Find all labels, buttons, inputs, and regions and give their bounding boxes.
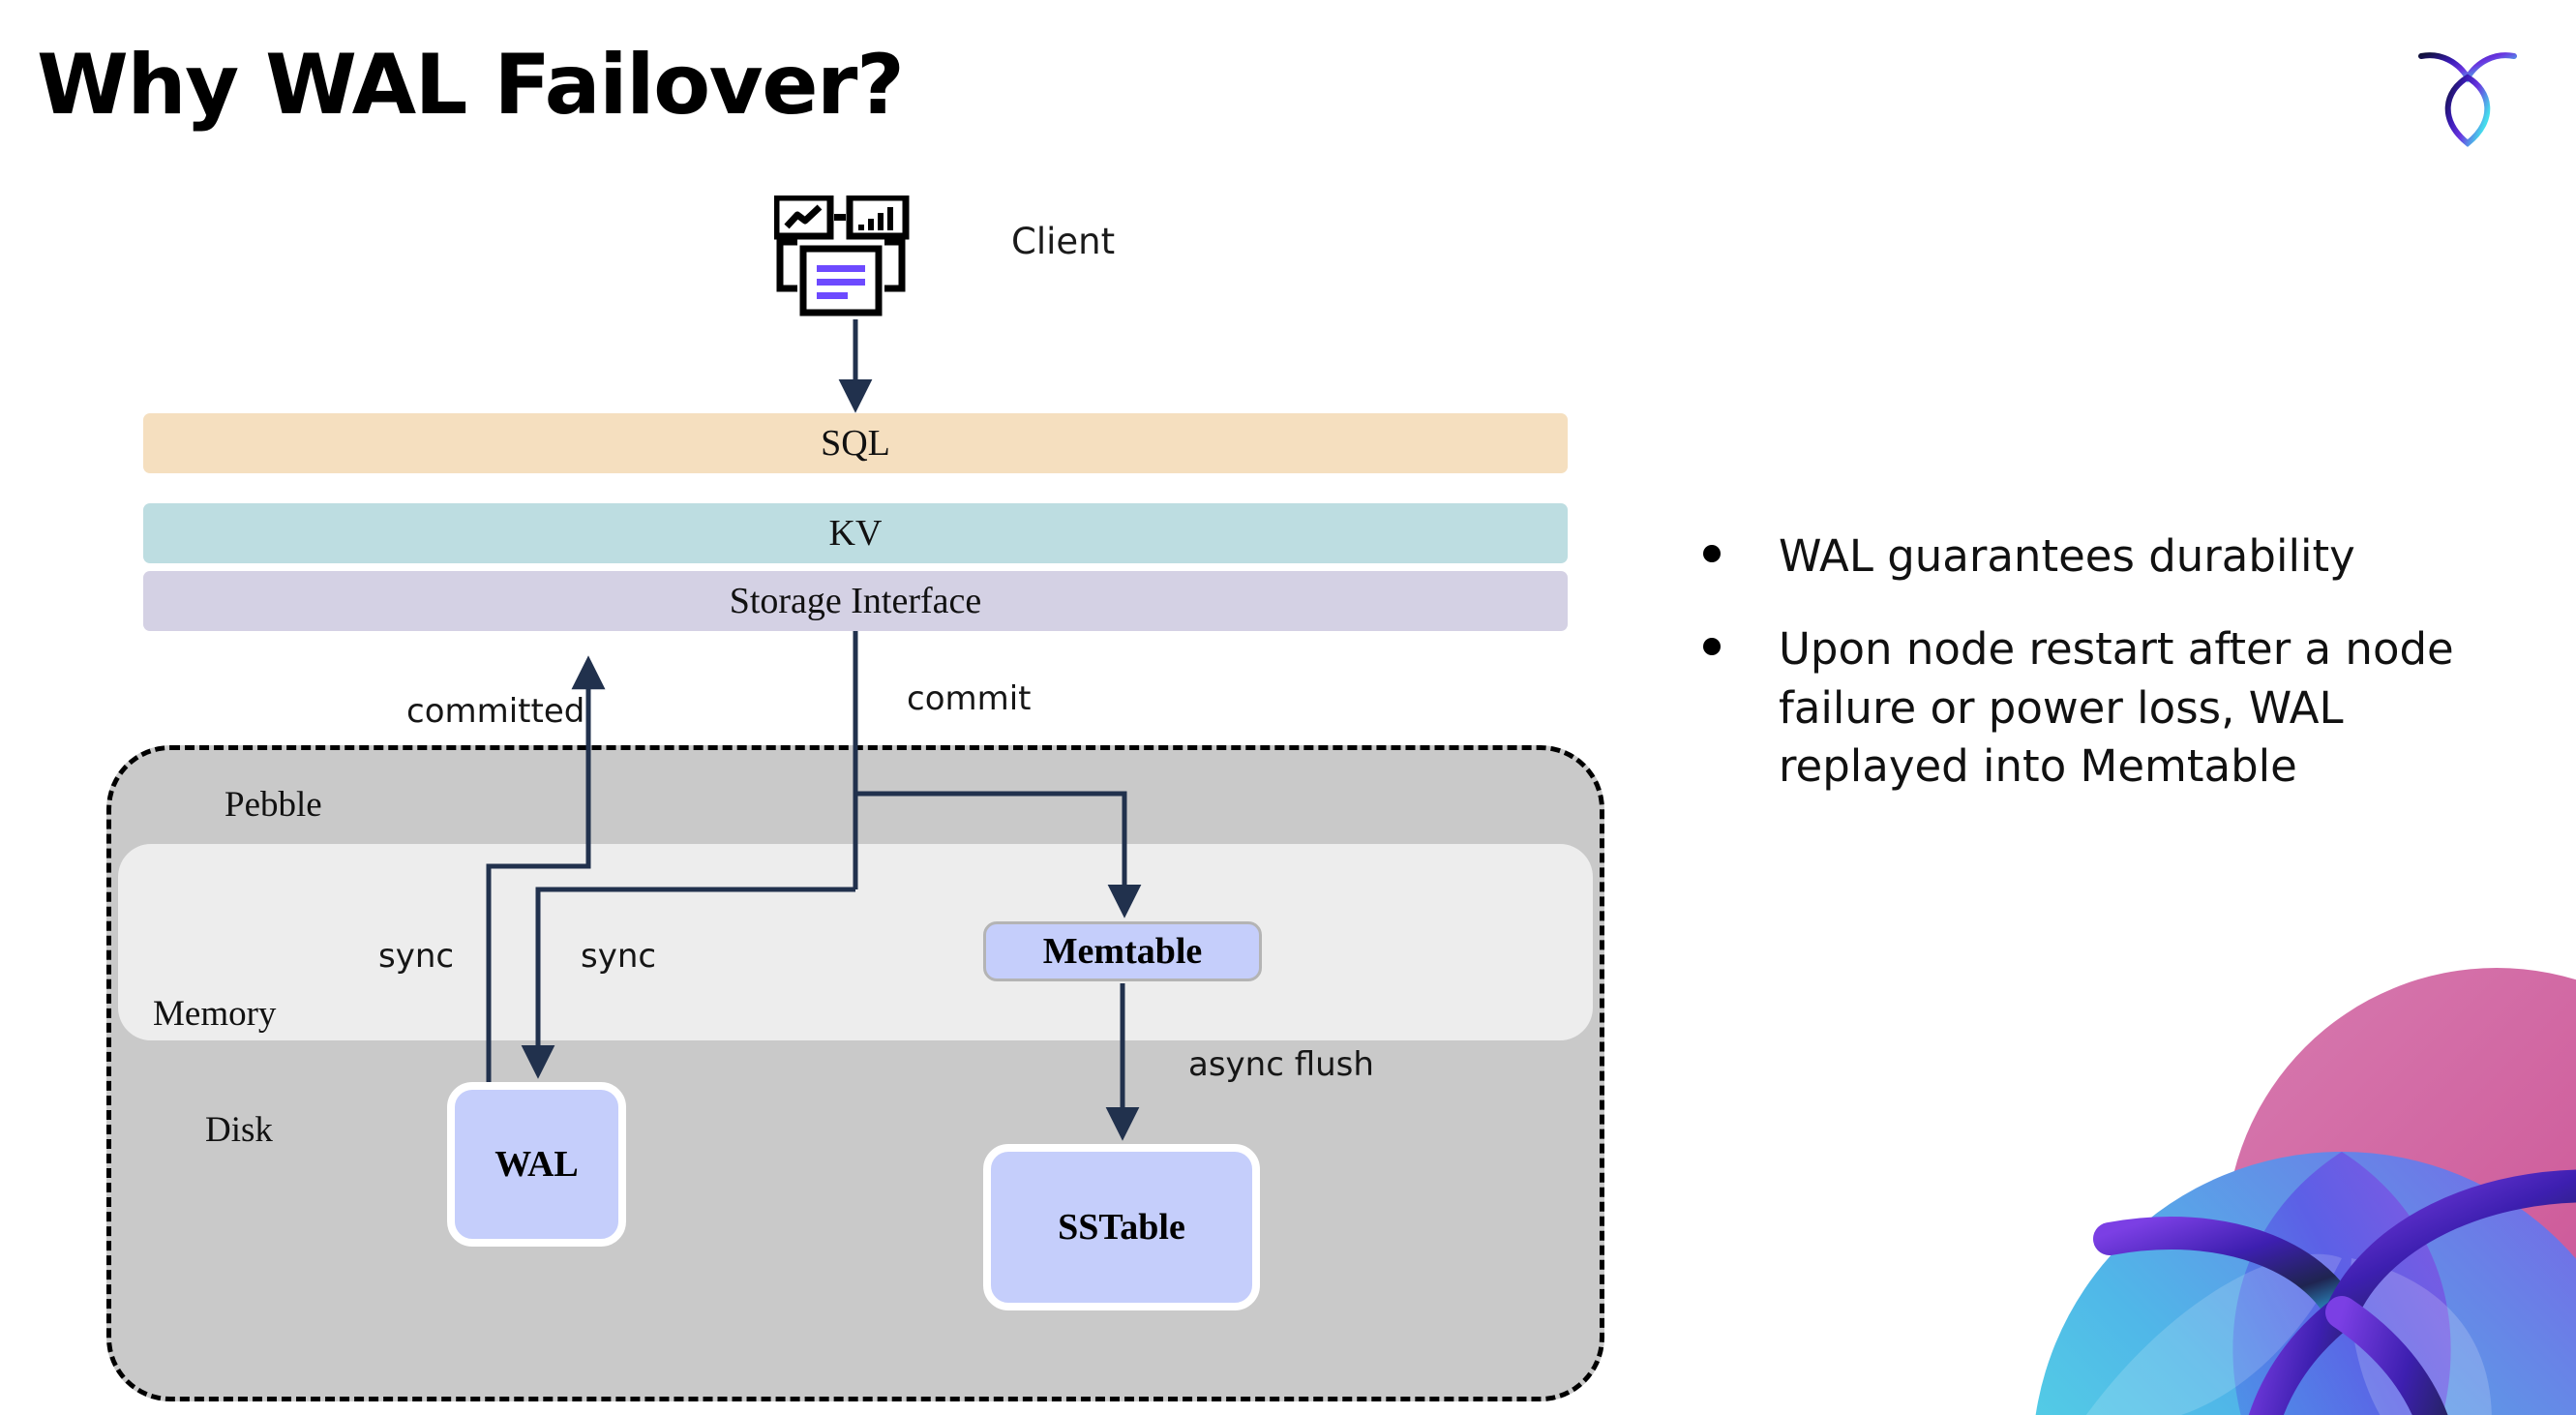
- memory-label: Memory: [153, 994, 277, 1034]
- edge-label-sync-left: sync: [378, 937, 455, 976]
- node-sstable-label: SSTable: [1058, 1207, 1185, 1248]
- edge-label-commit: commit: [907, 679, 1032, 718]
- client-label: Client: [1011, 221, 1116, 262]
- node-memtable-label: Memtable: [1042, 931, 1203, 972]
- layer-bar-storage: Storage Interface: [143, 571, 1568, 631]
- layer-bar-sql: SQL: [143, 413, 1568, 473]
- node-wal[interactable]: WAL: [447, 1082, 626, 1247]
- list-item: WAL guarantees durability: [1703, 527, 2516, 586]
- client-dashboard-icon: [772, 194, 929, 323]
- edge-label-committed: committed: [406, 692, 585, 731]
- layer-label-storage: Storage Interface: [729, 581, 982, 621]
- bullet-dot-icon: [1703, 545, 1721, 562]
- node-wal-label: WAL: [494, 1144, 579, 1185]
- layer-label-kv: KV: [828, 513, 883, 554]
- bullet-list: WAL guarantees durability Upon node rest…: [1703, 527, 2516, 830]
- layer-label-sql: SQL: [821, 423, 890, 464]
- node-sstable[interactable]: SSTable: [983, 1144, 1260, 1310]
- bullet-text: Upon node restart after a node failure o…: [1779, 623, 2454, 792]
- disk-label: Disk: [205, 1110, 273, 1150]
- layer-bar-kv: KV: [143, 503, 1568, 563]
- edge-label-sync-right: sync: [581, 937, 657, 976]
- list-item: Upon node restart after a node failure o…: [1703, 620, 2516, 796]
- overlapping-circles-logo-art: [1935, 919, 2576, 1415]
- node-memtable[interactable]: Memtable: [983, 921, 1262, 981]
- pebble-label: Pebble: [225, 785, 322, 825]
- cockroach-logo-icon: [2411, 31, 2524, 147]
- bullet-dot-icon: [1703, 638, 1721, 656]
- bullet-text: WAL guarantees durability: [1779, 530, 2355, 582]
- page-title: Why WAL Failover?: [37, 37, 905, 134]
- edge-label-async-flush: async flush: [1188, 1045, 1374, 1084]
- memory-region: [118, 844, 1593, 1040]
